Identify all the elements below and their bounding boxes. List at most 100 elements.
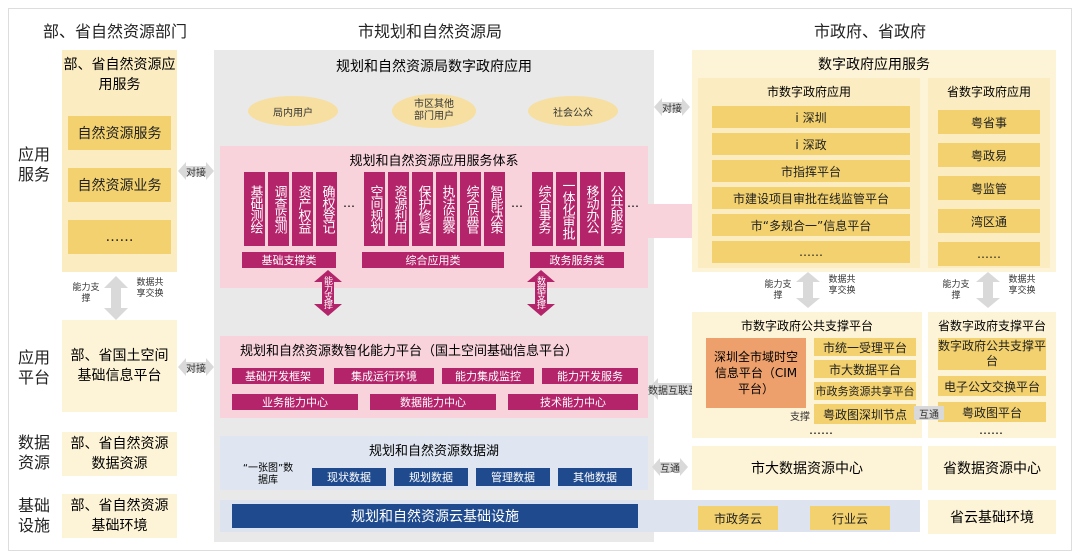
prov-platform-1: 数字政府公共支撑平台 — [938, 338, 1047, 370]
row-label-platform: 应用平台 — [17, 348, 50, 387]
city-gov-cloud: 市政务云 — [698, 506, 778, 530]
support-label: 支撑 — [790, 411, 810, 423]
data-support-arrow — [527, 270, 555, 316]
prov-app-title: 省数字政府应用 — [946, 84, 1031, 99]
platform-center-2: 数据能力中心 — [370, 394, 496, 410]
city-app-5: 市“多规合一”信息平台 — [712, 214, 910, 236]
prov-app-4: 湾区通 — [938, 209, 1040, 233]
interop-arrow-lake — [652, 458, 688, 476]
prov-cloud-env: 省云基础环境 — [928, 500, 1056, 534]
left-infra-box: 部、省自然资源基础环境 — [62, 494, 177, 538]
platform-item-2: 集成运行环境 — [334, 368, 434, 384]
header-ministry: 部、省自然资源部门 — [42, 22, 187, 41]
interop-label-platform: 互通 — [914, 406, 944, 421]
data-interop-label: 数据互联互通 — [648, 385, 708, 397]
dock-arrow-app — [178, 162, 214, 180]
prov-platform-title: 省数字政府支撑平台 — [937, 318, 1046, 333]
comp-app-label: 综合应用类 — [362, 252, 504, 268]
comp-col-1: 空间规划 — [364, 172, 385, 246]
city-platform-1: 市统一受理平台 — [814, 338, 916, 356]
user-oval-departments: 市区其他部门用户 — [392, 94, 476, 128]
left-app-title: 部、省自然资源应用服务 — [63, 57, 176, 93]
dock-label-app: 对接 — [186, 167, 206, 179]
city-app-2: i 深政 — [712, 133, 910, 155]
left-vertical-arrow — [104, 276, 128, 320]
user-oval-bureau: 局内用户 — [248, 96, 338, 126]
prov-platform-2: 电子公文交换平台 — [938, 376, 1046, 396]
prov-data-center: 省数据资源中心 — [928, 446, 1056, 490]
right-link-data-prov: 数据共享交换 — [1008, 275, 1036, 296]
lake-item-2: 规划数据 — [394, 468, 468, 486]
city-app-4: 市建设项目审批在线监管平台 — [712, 187, 910, 209]
prov-app-panel — [928, 78, 1050, 268]
city-app-title: 市数字政府应用 — [766, 84, 851, 99]
digital-gov-title: 数字政府应用服务 — [818, 57, 930, 73]
right-link-cap-city: 能力支撑 — [764, 280, 792, 301]
cim-platform: 深圳全市域时空信息平台（CIM 平台） — [706, 338, 806, 408]
gov-col-2: 一体化审批 — [556, 172, 577, 246]
prov-app-2: 粤政易 — [938, 143, 1040, 167]
city-app-6: …… — [712, 241, 910, 263]
platform-item-1: 基础开发框架 — [232, 368, 324, 384]
data-lake-db: “一张图”数据库 — [242, 463, 294, 486]
left-app-item-2: 自然资源业务 — [68, 168, 171, 202]
dock-label-platform: 对接 — [186, 363, 206, 375]
city-platform-more: …… — [809, 423, 833, 437]
comp-col-5: 综合监管 — [460, 172, 481, 246]
gov-col-1: 综合事务 — [532, 172, 553, 246]
city-platform-title: 市数字政府公共支撑平台 — [740, 318, 873, 333]
dock-label-right: 对接 — [662, 103, 682, 115]
header-government: 市政府、省政府 — [813, 22, 926, 41]
header-city-bureau: 市规划和自然资源局 — [357, 22, 502, 41]
left-platform-box: 部、省国土空间基础信息平台 — [62, 320, 177, 412]
ellipsis-1: … — [343, 196, 355, 210]
prov-app-3: 粤监管 — [938, 176, 1040, 200]
ellipsis-2: … — [511, 196, 523, 210]
row-label-app: 应用服务 — [17, 145, 50, 184]
city-platform-2: 市大数据平台 — [814, 360, 916, 378]
left-app-item-1: 自然资源服务 — [68, 116, 171, 150]
city-app-3: 市指挥平台 — [712, 160, 910, 182]
row-label-data: 数据资源 — [17, 433, 50, 472]
gov-service-label: 政务服务类 — [530, 252, 624, 268]
right-vertical-arrow-city — [796, 272, 820, 308]
ellipsis-3: … — [627, 196, 639, 210]
left-link-capability: 能力支撑 — [72, 283, 100, 304]
platform-item-3: 能力集成监控 — [442, 368, 534, 384]
basic-support-label: 基础支撑类 — [242, 252, 336, 268]
lake-item-4: 其他数据 — [558, 468, 632, 486]
platform-center-3: 技术能力中心 — [508, 394, 638, 410]
dock-arrow-right — [654, 98, 690, 116]
row-label-infra: 基础设施 — [17, 496, 50, 535]
left-link-data: 数据共享交换 — [136, 278, 164, 299]
comp-col-6: 智能决策 — [484, 172, 505, 246]
data-support-text: 数据支撑 — [535, 276, 545, 308]
platform-title: 规划和自然资源数智化能力平台（国土空间基础信息平台） — [240, 344, 579, 359]
city-app-1: i 深圳 — [712, 106, 910, 128]
city-data-center: 市大数据资源中心 — [692, 446, 922, 490]
service-system-title: 规划和自然资源应用服务体系 — [349, 153, 519, 169]
basic-col-3: 资产权益 — [292, 172, 313, 246]
right-vertical-arrow-prov — [976, 272, 1000, 308]
lake-item-3: 管理数据 — [476, 468, 550, 486]
data-lake-title: 规划和自然资源数据湖 — [368, 443, 499, 459]
right-link-cap-prov: 能力支撑 — [942, 280, 970, 301]
dock-arrow-platform — [178, 358, 214, 376]
capability-support-arrow — [314, 270, 342, 316]
prov-app-1: 粤省事 — [938, 110, 1040, 134]
basic-col-2: 调查监测 — [268, 172, 289, 246]
left-app-item-3: …… — [68, 220, 171, 254]
gov-col-3: 移动办公 — [580, 172, 601, 246]
lake-item-1: 现状数据 — [312, 468, 386, 486]
user-oval-public: 社会公众 — [528, 96, 618, 126]
left-data-box: 部、省自然资源数据资源 — [62, 432, 177, 476]
city-platform-3: 市政务资源共享平台 — [814, 382, 916, 400]
industry-cloud: 行业云 — [810, 506, 890, 530]
platform-center-1: 业务能力中心 — [232, 394, 358, 410]
prov-app-5: …… — [938, 242, 1040, 266]
center-gov-app-title: 规划和自然资源局数字政府应用 — [336, 59, 532, 75]
capability-support-text: 能力支撑 — [322, 276, 332, 308]
comp-col-4: 执法监察 — [436, 172, 457, 246]
basic-col-4: 确权登记 — [316, 172, 337, 246]
prov-platform-more: …… — [979, 423, 1003, 437]
